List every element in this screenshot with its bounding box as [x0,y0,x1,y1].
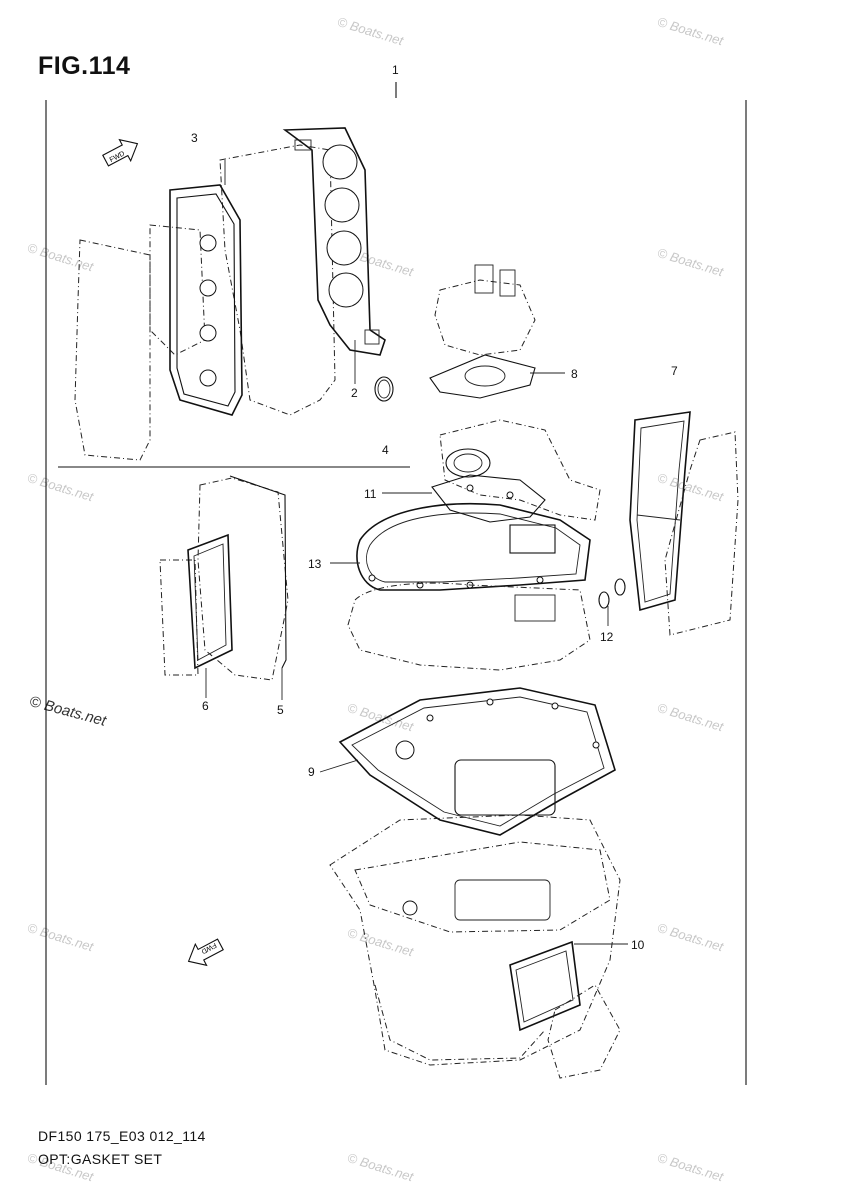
cylinder-block-outline [74,144,336,461]
leader-9 [319,759,359,773]
fwd-arrow-icon: FWD [187,938,224,967]
intake-gasket-6 [187,533,233,698]
callout-8: 8 [571,367,578,381]
fwd-label: FWD [200,941,217,955]
callout-1: 1 [392,63,399,77]
callout-12: 12 [600,630,614,644]
callout-6: 6 [202,699,209,713]
timing-belt-cover [439,419,601,521]
fwd-label: FWD [109,150,126,164]
head-cover-gasket [169,160,243,416]
figure-title: FIG.114 [38,52,131,80]
thermostat-gasket [429,354,536,399]
callout-10: 10 [631,938,645,952]
side-cover-outline [547,984,621,1079]
o-ring-small [374,376,394,402]
gasket-10 [509,940,581,1032]
callout-7: 7 [671,364,678,378]
case-gasket-13 [356,502,591,591]
callout-13: 13 [308,557,322,571]
callout-5: 5 [277,703,284,717]
cover-gasket-11 [431,474,546,523]
figure-name: OPT:GASKET SET [38,1151,163,1167]
callout-4: 4 [382,443,389,457]
crankcase-outline [347,582,591,671]
callout-11: 11 [364,487,377,501]
callout-9: 9 [308,765,315,779]
cylinder-head-gasket [282,127,386,356]
callout-3: 3 [191,131,198,145]
cover-gasket-7 [629,411,691,612]
callout-2: 2 [351,386,358,400]
intake-gasket-5 [229,475,287,700]
o-ring-pair-12 [598,578,626,609]
cover-7-outline [664,431,739,636]
oil-pan-housing [329,814,621,1066]
oil-pan-gasket-9 [338,687,616,836]
figure-code: DF150 175_E03 012_114 [38,1128,206,1144]
fwd-arrow-icon: FWD [102,138,139,167]
intake-manifold-outline [159,477,289,681]
thermostat-housing [434,264,536,356]
